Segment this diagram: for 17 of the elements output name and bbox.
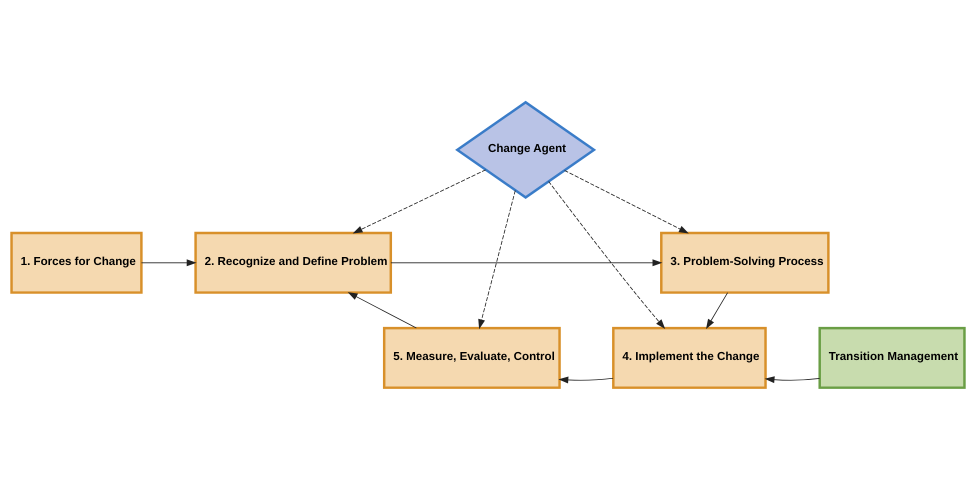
node-box: 1. Forces for Change [10, 231, 143, 294]
arrow [564, 170, 689, 234]
node-diamond: Change Agent [455, 100, 596, 198]
node-box: 4. Implement the Change [612, 326, 767, 388]
node-box: 5. Measure, Evaluate, Control [382, 326, 561, 388]
arrow [558, 376, 614, 383]
arrow [390, 258, 662, 266]
arrow [141, 258, 197, 266]
arrow [348, 292, 417, 328]
node-box: 3. Problem-Solving Process [660, 231, 830, 294]
arrow [548, 180, 666, 329]
arrow [764, 376, 820, 383]
arrow [706, 292, 728, 329]
node-box: Transition Management [818, 326, 966, 388]
arrow [352, 168, 486, 233]
arrow [478, 190, 516, 329]
node-box: 2. Recognize and Define Problem [194, 231, 392, 294]
